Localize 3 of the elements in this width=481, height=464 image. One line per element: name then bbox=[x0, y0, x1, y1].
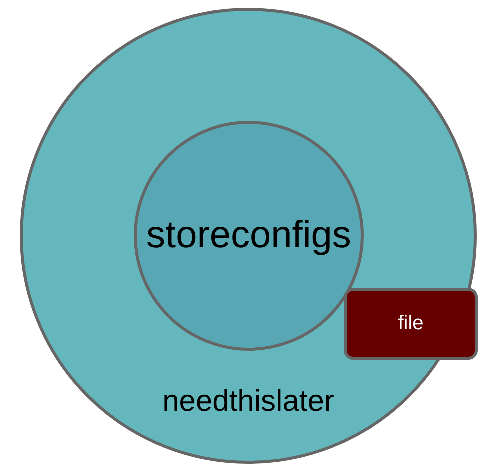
node-label: file bbox=[398, 312, 424, 336]
node-label: storeconfigs bbox=[146, 214, 352, 258]
node-label: needthislater bbox=[162, 385, 334, 420]
